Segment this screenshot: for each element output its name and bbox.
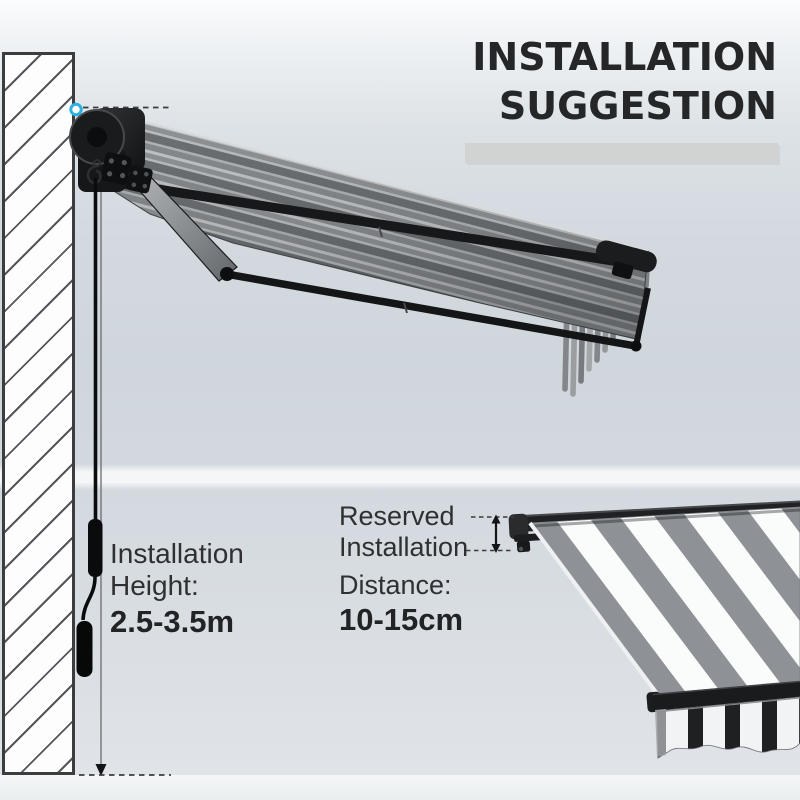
down-arrow-icon (491, 544, 501, 553)
background-horizon-band (0, 464, 800, 490)
installation-height-note: Installation Height: 2.5-3.5m (110, 538, 244, 640)
reserved-distance-value: 10-15cm (339, 602, 464, 637)
awning-front-bar (595, 240, 657, 280)
awning-cassette-view (466, 500, 800, 759)
reserved-distance-line-3: Distance: (339, 570, 452, 600)
background-floor-band (0, 775, 800, 800)
crank-handle (76, 159, 103, 677)
up-arrow-icon (491, 514, 501, 524)
cassette-valance (646, 680, 800, 759)
elbow-joint (220, 267, 234, 281)
installation-height-value: 2.5-3.5m (110, 604, 235, 639)
title-underline-bar (465, 143, 778, 163)
cyan-dot-marker (69, 102, 83, 117)
page-title: INSTALLATION SUGGESTION (472, 33, 777, 131)
awning-extended (69, 102, 657, 677)
cassette-fabric (528, 506, 800, 701)
installation-height-line-1: Installation (110, 538, 244, 569)
awning-support-arms (99, 144, 651, 352)
wall-cross-section (2, 52, 75, 775)
reserved-distance-note: Reserved Installation Distance: 10-15cm (339, 501, 468, 637)
height-measure-line (79, 106, 171, 776)
distance-measure (466, 514, 514, 553)
installation-height-line-2: Height: (110, 570, 199, 601)
valance-skirt (656, 696, 800, 759)
down-arrow-icon (95, 764, 107, 776)
reserved-distance-line-1: Reserved (339, 501, 455, 531)
forearm-bar (225, 270, 637, 350)
title-line-1: INSTALLATION (472, 35, 777, 79)
title-line-2: SUGGESTION (498, 84, 777, 128)
reserved-distance-line-2: Installation (339, 532, 469, 562)
awning-roller-mount (69, 108, 153, 194)
